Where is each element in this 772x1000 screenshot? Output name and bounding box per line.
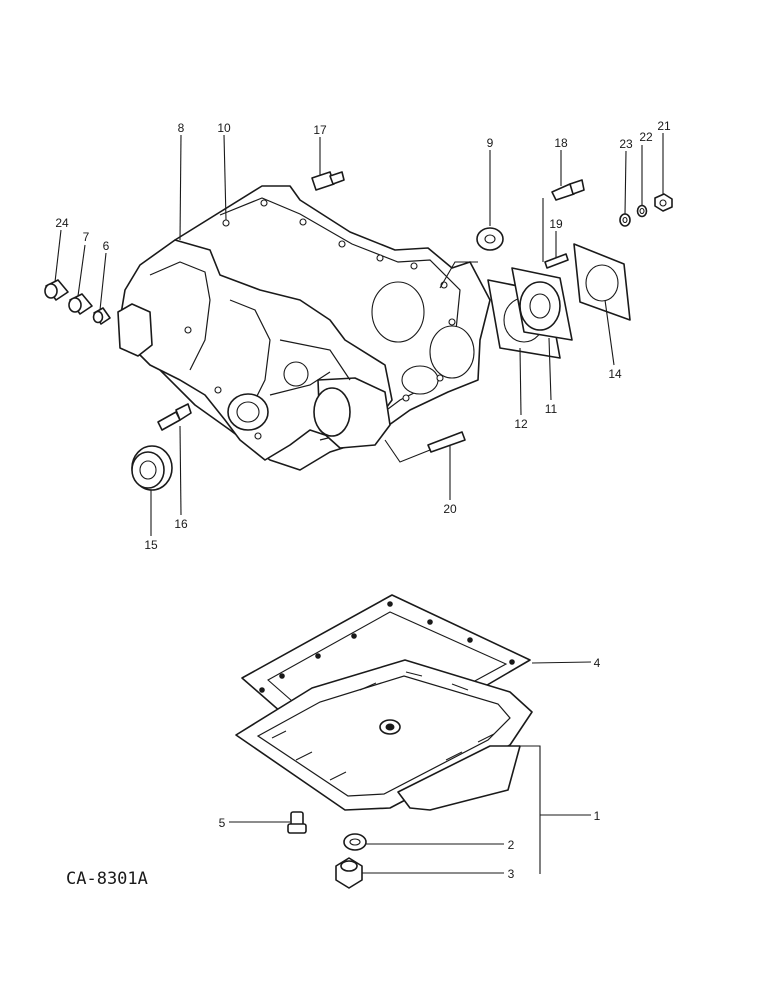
callout-10: 10: [217, 121, 231, 135]
callout-15: 15: [144, 538, 158, 552]
callout-2: 2: [508, 838, 515, 852]
callout-1: 1: [594, 809, 601, 823]
bushing-7: [68, 293, 93, 315]
gear-case-cover: [117, 185, 491, 471]
callout-20: 20: [443, 502, 457, 516]
plug-24: [44, 279, 69, 301]
callout-8: 8: [178, 121, 185, 135]
oil-seal-9: [476, 227, 504, 251]
bolt-16: [157, 403, 192, 431]
callout-3: 3: [508, 867, 515, 881]
stud-19: [544, 253, 569, 269]
bolt-18: [551, 179, 585, 201]
oil-pan-1: [235, 659, 533, 811]
stud-20: [427, 431, 466, 453]
callout-5: 5: [219, 816, 226, 830]
callout-21: 21: [657, 119, 671, 133]
callout-19: 19: [549, 217, 563, 231]
callout-14: 14: [608, 367, 622, 381]
assembly-bracket-upper: [439, 261, 478, 289]
callout-18: 18: [554, 136, 568, 150]
callout-23: 23: [619, 137, 633, 151]
assembly-bracket-lower: [384, 439, 431, 463]
callout-17: 17: [313, 123, 327, 137]
callout-12: 12: [514, 417, 528, 431]
callout-labels: 24 7 6 8 10 17 9 18 19 23 22 21 14 11 12…: [55, 119, 671, 881]
bolt-17: [311, 171, 345, 191]
bushing-6: [92, 307, 111, 325]
callout-4: 4: [594, 656, 601, 670]
drain-plug-3: [335, 857, 363, 889]
callout-9: 9: [487, 136, 494, 150]
callout-11: 11: [545, 402, 558, 416]
drawing-code: CA-8301A: [66, 869, 148, 889]
gasket-14: [573, 243, 631, 321]
cover-plate-11: [511, 267, 573, 341]
callout-leaders: [54, 133, 664, 874]
nut-21: [654, 193, 673, 212]
callout-7: 7: [83, 230, 90, 244]
callout-24: 24: [55, 216, 69, 230]
washer-2: [343, 833, 367, 851]
oil-seal-15: [131, 445, 173, 491]
callout-22: 22: [639, 130, 653, 144]
drain-bolt-5: [287, 811, 307, 834]
washer-23: [619, 213, 631, 227]
callout-16: 16: [174, 517, 188, 531]
callout-6: 6: [103, 239, 110, 253]
washer-22: [636, 204, 648, 218]
